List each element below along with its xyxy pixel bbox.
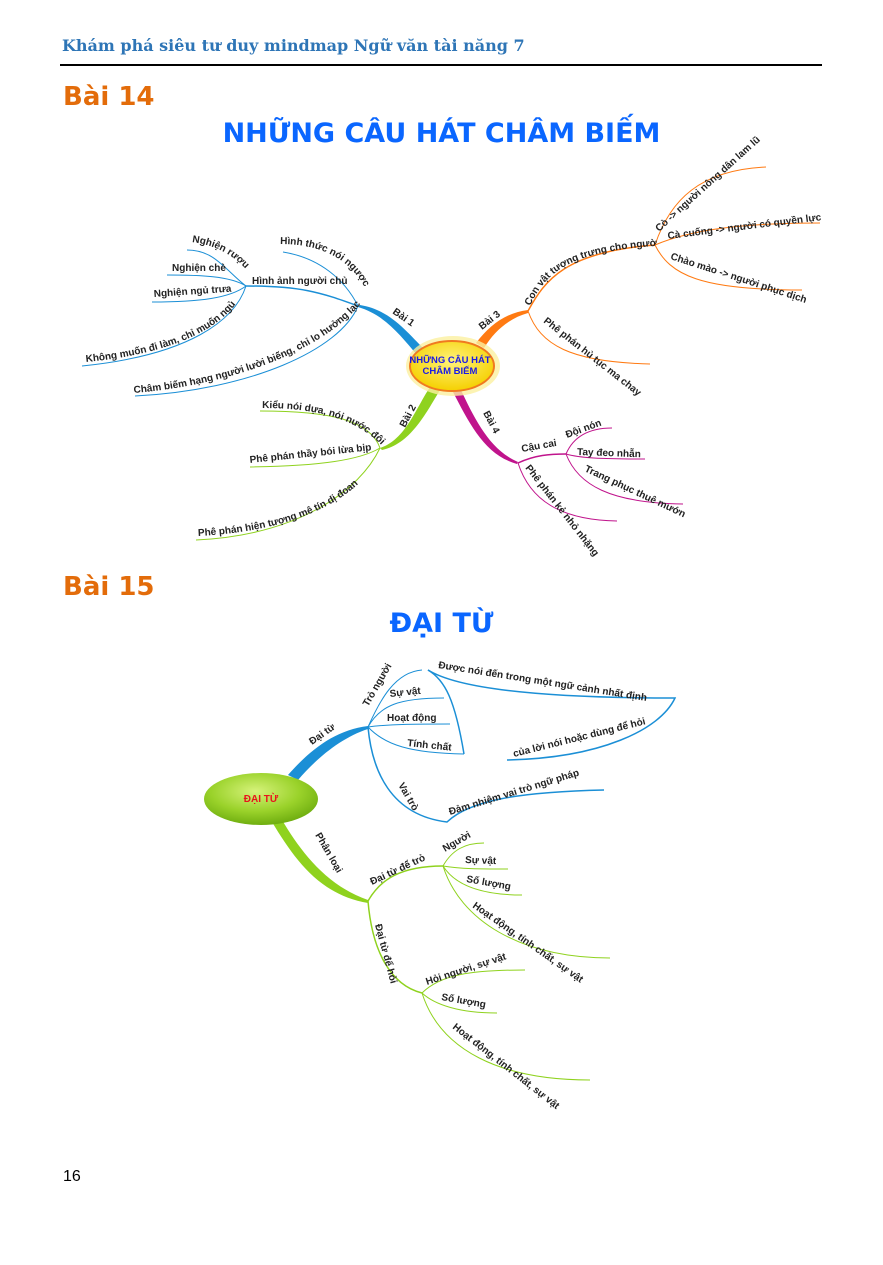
node-dai-tu-de-hoi: Đại từ để hỏi: [372, 923, 399, 985]
leaf-khong-muon-di-lam-text: Không muốn đi làm, chỉ muốn ngủ: [85, 299, 238, 365]
node-cau-cai: Cậu cai: [521, 438, 558, 455]
item-su-vat: Sự vật: [389, 686, 422, 700]
branch-bai-2: [195, 387, 440, 541]
center-node-cham-biem: NHỮNG CÂU HÁT CHÂM BIẾM: [406, 336, 500, 396]
branch-bai-4: [452, 388, 684, 522]
leaf-dam-nhiem-vai-tro: Đảm nhiệm vai trò ngữ pháp: [448, 768, 581, 818]
leaf-chao-mao: Chào mào -> người phục dịch: [669, 251, 808, 305]
header-divider: [60, 64, 822, 66]
node-con-vat-tuong-trung-text: Con vật tượng trưng cho người: [0, 0, 658, 307]
node-dai-tu-de-tro: Đại từ để trỏ: [368, 852, 427, 888]
leaf-nghien-ngu-trua: Nghiện ngủ trưa: [153, 284, 232, 300]
leaf-tro-hoat-dong: Hoạt động, tính chất, sự vật: [470, 900, 586, 986]
leaf-hoi-hoat-dong: Hoạt động, tính chất, sự vật: [450, 1021, 562, 1112]
node-con-vat-tuong-trung: Con vật tượng trưng cho người: [0, 0, 658, 307]
leaf-ke-nho-nhang: Phê phán kẻ nhỏ nhặng: [523, 463, 601, 559]
center-node-dai-tu: ĐẠI TỪ: [204, 773, 318, 825]
leaf-hu-tuc-ma-chay: Phê phán hủ tục ma chay: [541, 316, 643, 399]
item-tinh-chat: Tính chất: [407, 737, 453, 754]
branch-bai-3: [476, 166, 821, 365]
leaf-khong-muon-di-lam: Không muốn đi làm, chỉ muốn ngủ: [85, 299, 238, 365]
leaf-trang-phuc: Trang phục thuê mướn: [583, 464, 687, 520]
lesson-14-title: NHỮNG CÂU HÁT CHÂM BIẾM: [222, 118, 661, 149]
book-header: Khám phá siêu tư duy mindmap Ngữ văn tài…: [62, 36, 525, 55]
leaf-nghien-che: Nghiện chè: [172, 263, 226, 274]
lesson-15-label: Bài 15: [63, 572, 155, 602]
leaf-tro-so-luong: Số lượng: [465, 873, 511, 893]
center-text-line-1: NHỮNG CÂU HÁT: [409, 354, 490, 366]
leaf-thay-boi-lua-bip: Phê phán thầy bói lừa bịp: [249, 441, 372, 466]
leaf-doi-non: Đội nón: [564, 418, 603, 441]
branch-phan-loai: [272, 820, 611, 1081]
lesson-15-title: ĐẠI TỪ: [389, 608, 494, 639]
leaf-me-tin-di-doan-text: Phê phán hiện tượng mê tín dị đoan: [198, 478, 361, 539]
leaf-me-tin-di-doan: Phê phán hiện tượng mê tín dị đoan: [198, 478, 361, 539]
definition-line-1: Được nói đến trong một ngữ cảnh nhất địn…: [438, 659, 648, 704]
center-text-dai-tu: ĐẠI TỪ: [244, 792, 279, 805]
page-number: 16: [63, 1168, 81, 1185]
leaf-kieu-noi-dua-text: Kiểu nói dựa, nói nước đôi: [262, 399, 387, 447]
item-hoat-dong: Hoạt động: [387, 713, 436, 724]
leaf-tro-su-vat: Sự vật: [465, 855, 497, 867]
leaf-tay-deo-nhan: Tay đeo nhẫn: [577, 445, 641, 460]
leaf-ca-cuong: Cà cuống -> người có quyền lực: [667, 211, 822, 242]
branch-dai-tu: [288, 669, 677, 823]
branch-bai-1: [81, 249, 425, 397]
leaf-hoi-nguoi-su-vat: Hỏi người, sự vật: [425, 951, 509, 988]
node-tro-nguoi: Trỏ người: [361, 662, 394, 709]
center-text-line-2: CHÂM BIẾM: [423, 365, 478, 377]
leaf-kieu-noi-dua: Kiểu nói dựa, nói nước đôi: [262, 399, 387, 447]
leaf-hoi-so-luong: Số lượng: [440, 991, 486, 1011]
node-hinh-anh-nguoi-chu: Hình ảnh người chủ: [252, 276, 347, 287]
leaf-co: Cò -> người nông dân lam lũ: [654, 134, 763, 234]
lesson-14-label: Bài 14: [63, 82, 155, 112]
